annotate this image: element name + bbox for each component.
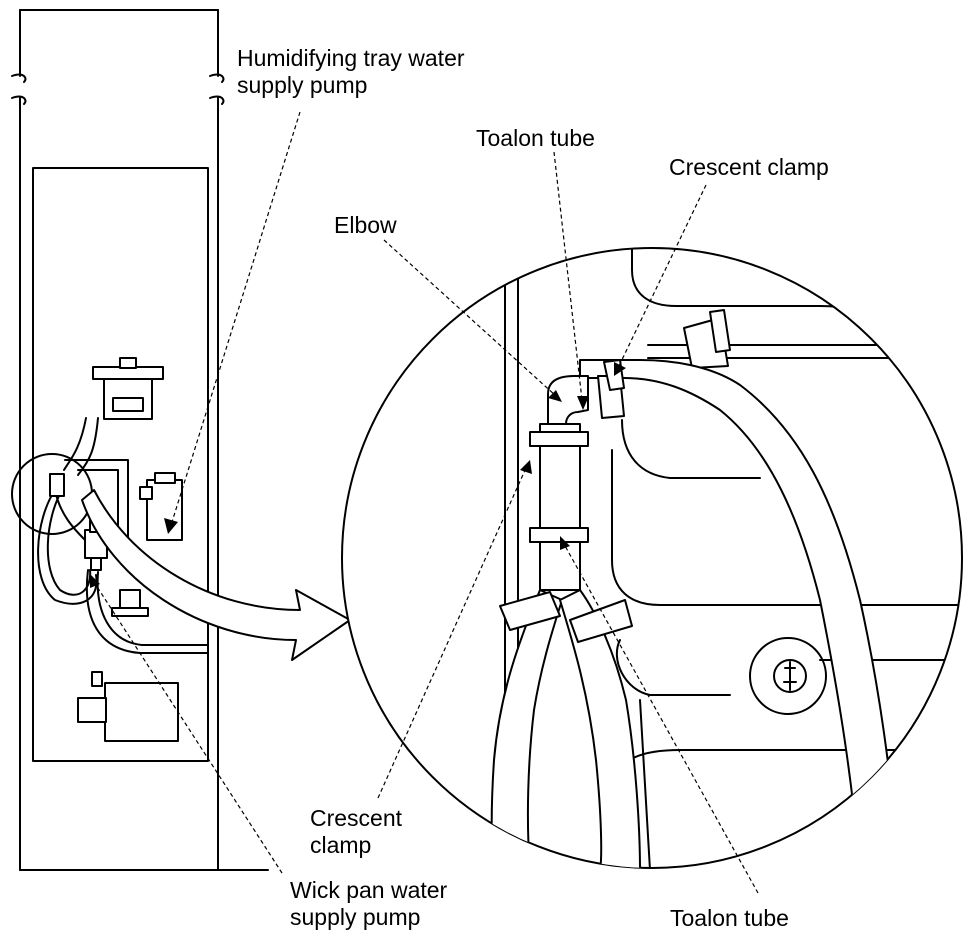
label-toalon-tube-bottom: Toalon tube bbox=[670, 905, 789, 931]
label-crescent-clamp-top: Crescent clamp bbox=[669, 154, 829, 180]
label-humidifying-tray-water-supply-pump: Humidifying tray water supply pump bbox=[237, 45, 465, 98]
label-wick-pan-water-supply-pump: Wick pan water supply pump bbox=[290, 877, 448, 930]
pointer-arrow bbox=[81, 489, 351, 661]
label-toalon-tube-top: Toalon tube bbox=[476, 125, 595, 151]
humidifying-tray-pump-drawing bbox=[92, 357, 164, 420]
magnified-detail bbox=[341, 247, 963, 869]
leader-lines bbox=[90, 111, 759, 894]
unit-cabinet bbox=[11, 9, 269, 871]
label-elbow: Elbow bbox=[334, 212, 397, 238]
label-crescent-clamp-bottom: Crescent clamp bbox=[310, 805, 403, 858]
